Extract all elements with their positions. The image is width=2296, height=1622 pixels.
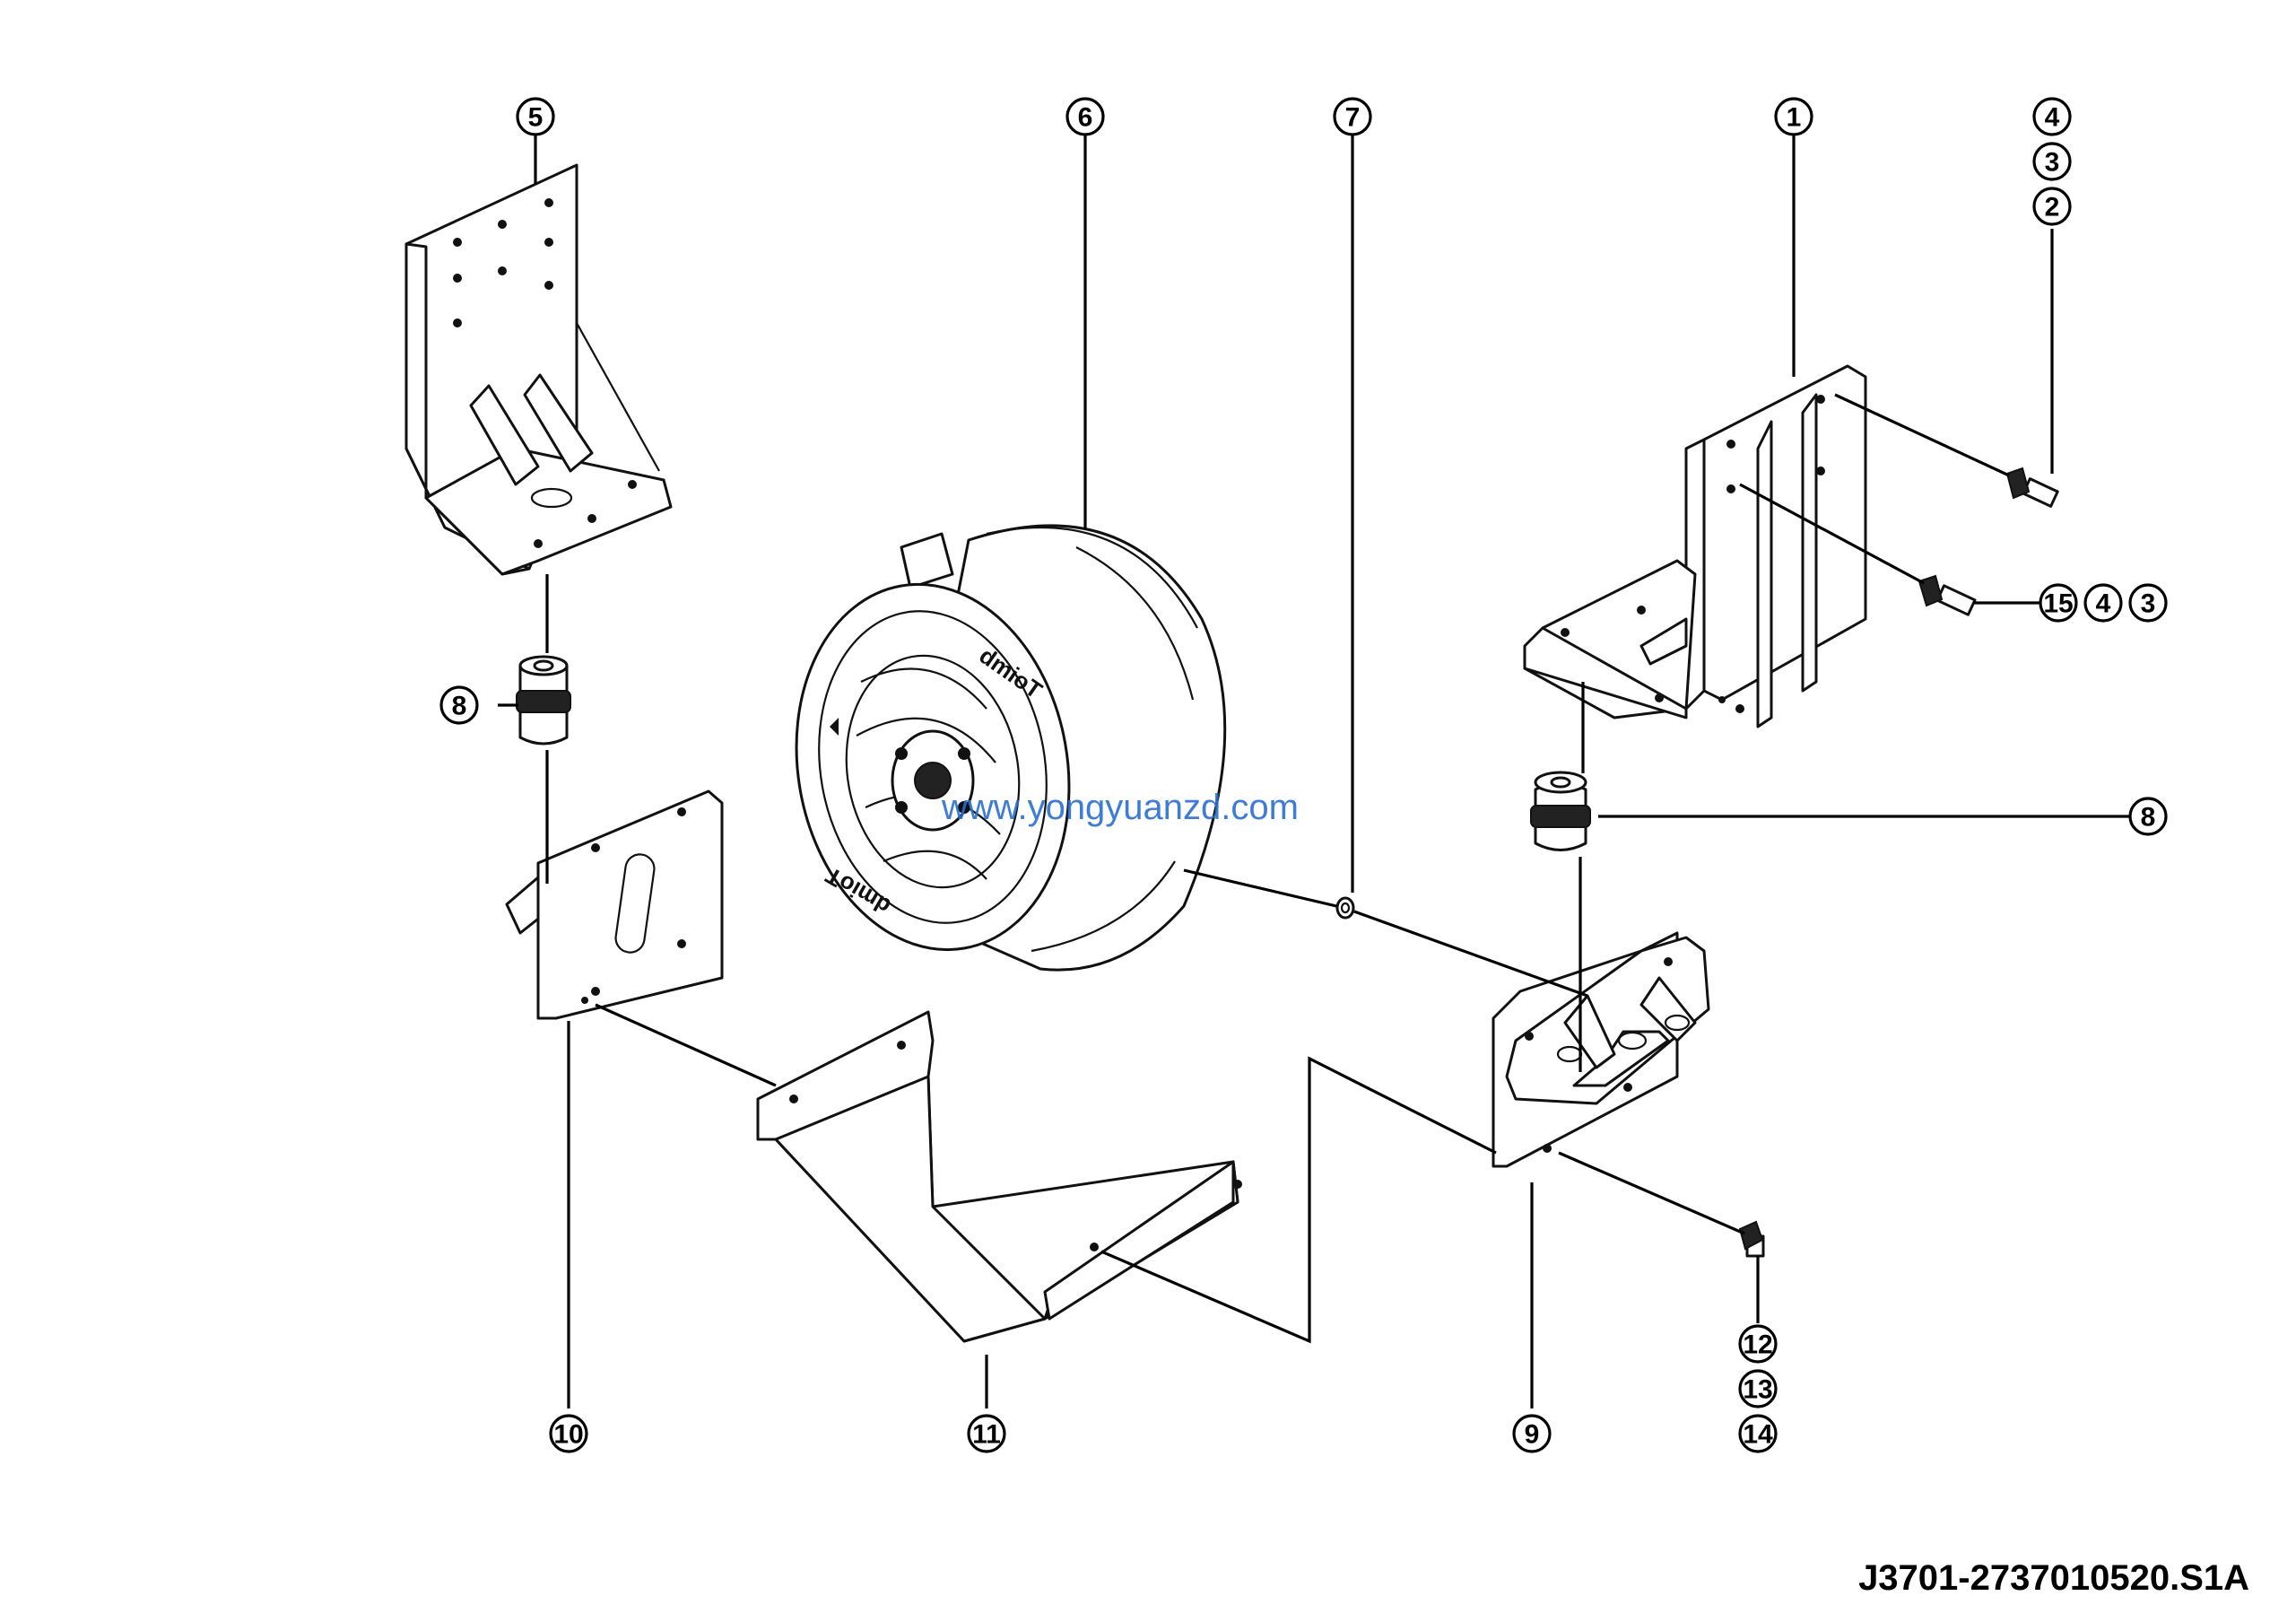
svg-text:14: 14: [1743, 1420, 1773, 1450]
callout-7: 7: [1333, 97, 1372, 136]
svg-text:13: 13: [1743, 1375, 1772, 1405]
svg-text:6: 6: [1078, 103, 1093, 133]
part-11-lower-guard: [756, 1010, 1242, 1343]
svg-text:15: 15: [2043, 589, 2073, 619]
callout-5: 5: [516, 97, 555, 136]
callout-8-left: 8: [439, 685, 479, 725]
svg-text:12: 12: [1743, 1330, 1772, 1360]
svg-text:9: 9: [1525, 1420, 1540, 1450]
callout-6: 6: [1065, 97, 1105, 136]
callout-4-top: 4: [2032, 97, 2072, 136]
callout-10: 10: [549, 1414, 588, 1453]
part-9-right-lower-bracket: [1492, 931, 1710, 1168]
callout-3-top: 3: [2032, 142, 2072, 181]
svg-text:1: 1: [1787, 103, 1802, 133]
part-8-right-rubber-mount: [1530, 771, 1591, 851]
bolt-15-4-3: [1918, 574, 1977, 616]
svg-text:3: 3: [2045, 148, 2060, 178]
svg-text:4: 4: [2045, 103, 2060, 133]
callout-1: 1: [1774, 97, 1813, 136]
part-1-right-bracket: [1523, 364, 1867, 728]
svg-text:4: 4: [2096, 589, 2111, 619]
svg-text:2: 2: [2045, 193, 2060, 222]
svg-text:11: 11: [972, 1420, 1001, 1450]
callout-2: 2: [2032, 187, 2072, 226]
part-6-generator: dmioT dmioT: [795, 524, 1227, 972]
callout-9: 9: [1512, 1414, 1552, 1453]
svg-text:8: 8: [452, 692, 467, 721]
svg-text:3: 3: [2141, 589, 2156, 619]
callout-3-mid: 3: [2128, 583, 2168, 623]
svg-text:10: 10: [553, 1420, 583, 1450]
diagram-reference-code: J3701-2737010520.S1A: [1858, 1558, 2249, 1598]
callout-12: 12: [1738, 1324, 1778, 1364]
part-7-washer: [1335, 896, 1355, 920]
callout-8-right: 8: [2128, 797, 2168, 836]
bolt-12-13-14: [1738, 1220, 1765, 1258]
svg-text:7: 7: [1345, 103, 1361, 133]
bolt-2-3-4: [2005, 467, 2059, 508]
part-8-left-rubber-mount: [516, 655, 571, 746]
leader-lines: [498, 133, 2130, 1408]
callout-4-mid: 4: [2083, 583, 2123, 623]
svg-text:8: 8: [2141, 803, 2156, 833]
part-5-upper-left-bracket: [404, 163, 673, 576]
part-10-left-plate: [505, 789, 724, 1020]
callout-14: 14: [1738, 1414, 1778, 1453]
callout-15: 15: [2039, 583, 2078, 623]
callout-11: 11: [967, 1414, 1006, 1453]
watermark-url: www.yongyuanzd.com: [942, 788, 1299, 827]
svg-text:5: 5: [528, 103, 544, 133]
callout-13: 13: [1738, 1369, 1778, 1408]
